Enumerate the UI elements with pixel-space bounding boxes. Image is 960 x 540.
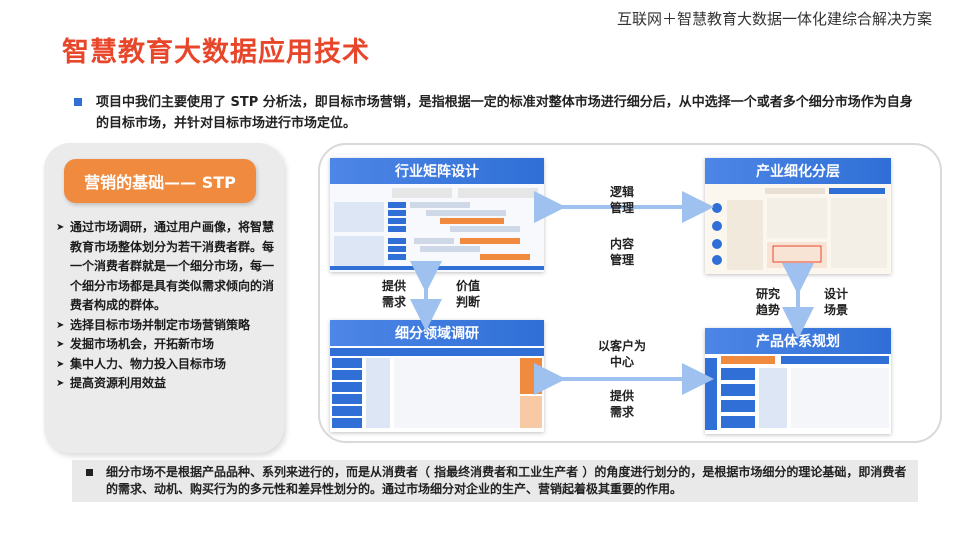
segment-table-graphic xyxy=(330,346,544,432)
list-item: ➤发掘市场机会，开拓新市场 xyxy=(56,335,274,355)
list-item: ➤通过市场调研，通过用户画像，将智慧教育市场整体划分为若干消费者群。每一个消费者… xyxy=(56,220,275,312)
label-research-trend: 研究 趋势 xyxy=(755,287,780,317)
list-item: ➤集中人力、物力投入目标市场 xyxy=(56,355,274,375)
card-title: 产业细化分层 xyxy=(705,158,891,184)
arrow-bullet-icon: ➤ xyxy=(56,358,65,370)
bottom-note-text: 细分市场不是根据产品品种、系列来进行的，而是从消费者（ 指最终消费者和工业生产者… xyxy=(106,465,907,496)
stp-list: ➤通过市场调研，通过用户画像，将智慧教育市场整体划分为若干消费者群。每一个消费者… xyxy=(56,218,274,394)
layering-thumbnail xyxy=(705,184,891,274)
intro-text: 项目中我们主要使用了 STP 分析法，即目标市场营销，是指根据一定的标准对整体市… xyxy=(96,95,913,131)
label-customer-centric: 以客户为 中心 xyxy=(597,339,646,369)
card-industry-matrix: 行业矩阵设计 xyxy=(330,158,544,272)
card-product-layering: 产业细化分层 xyxy=(705,158,891,274)
presentation-subtitle: 互联网＋智慧教育大数据一体化建综合解决方案 xyxy=(616,10,932,28)
diagram-arrows xyxy=(410,191,814,395)
arrow-bullet-icon: ➤ xyxy=(56,319,65,331)
label-provide-needs-left: 提供 需求 xyxy=(381,279,406,309)
label-value-judgement: 价值 判断 xyxy=(455,279,480,309)
page-title: 智慧教育大数据应用技术 xyxy=(62,37,370,68)
square-bullet-icon xyxy=(86,469,93,476)
segment-thumbnail xyxy=(330,346,544,432)
matrix-chart-graphic xyxy=(330,184,544,272)
list-item: ➤选择目标市场并制定市场营销策略 xyxy=(56,316,274,336)
layering-graphic xyxy=(705,184,891,274)
square-bullet-icon xyxy=(74,98,82,106)
label-content-management: 内容 管理 xyxy=(609,237,634,267)
arrow-bullet-icon: ➤ xyxy=(56,222,65,233)
card-title: 产品体系规划 xyxy=(705,328,891,354)
card-title: 行业矩阵设计 xyxy=(330,158,544,184)
label-logic-management: 逻辑 管理 xyxy=(609,185,634,215)
bottom-note: 细分市场不是根据产品品种、系列来进行的，而是从消费者（ 指最终消费者和工业生产者… xyxy=(72,460,918,502)
matrix-thumbnail xyxy=(330,184,544,272)
label-provide-needs-mid: 提供 需求 xyxy=(609,389,634,419)
arrow-bullet-icon: ➤ xyxy=(56,339,65,350)
intro-paragraph: 项目中我们主要使用了 STP 分析法，即目标市场营销，是指根据一定的标准对整体市… xyxy=(74,92,924,134)
label-design-scene: 设计 场景 xyxy=(823,287,848,317)
card-segment-research: 细分领域调研 xyxy=(330,320,544,432)
list-item: ➤提高资源利用效益 xyxy=(56,374,274,394)
arrow-bullet-icon: ➤ xyxy=(56,378,65,389)
stp-badge: 营销的基础—— STP xyxy=(64,159,256,203)
